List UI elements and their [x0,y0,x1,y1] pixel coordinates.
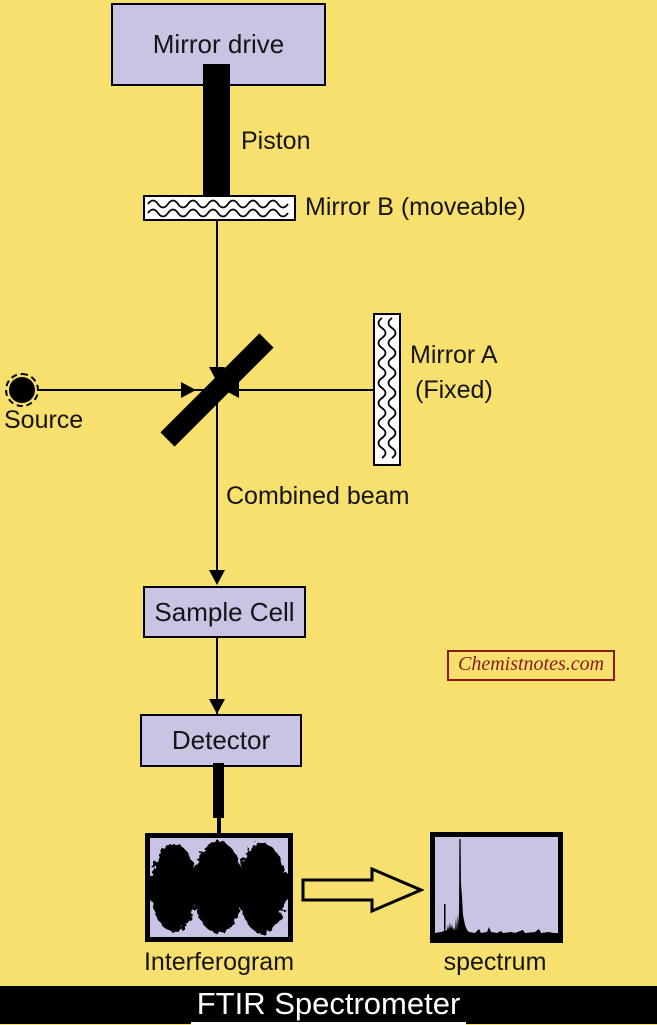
spectrum-label: spectrum [443,948,547,976]
mirror-b-hatching [147,199,289,218]
piston-rod [203,64,230,195]
arrow-mirror-b-to-splitter [209,367,225,382]
line-samplecell-to-detector [216,634,218,714]
mirror-a [373,313,401,466]
sample-cell-label: Sample Cell [154,596,295,627]
sample-cell-box: Sample Cell [143,586,306,638]
mirror-a-label: Mirror A [410,341,498,369]
detector-box: Detector [140,714,302,767]
mirror-drive-label: Mirror drive [152,29,285,59]
mirror-b [143,195,296,221]
arrow-into-detector [209,699,225,714]
source-icon [9,377,35,403]
detector-label: Detector [171,725,271,755]
mirror-drive-box: Mirror drive [111,3,326,86]
watermark-badge: Chemistnotes.com [447,650,616,681]
interferogram-label: Interferogram [143,948,295,976]
arrow-mirror-a-to-splitter [224,382,239,398]
spectrum-plot [435,839,558,938]
mirror-a-state-label: (Fixed) [415,376,493,404]
page-title: FTIR Spectrometer [190,986,467,1025]
detector-output-wire [217,818,221,833]
mirror-b-label: Mirror B (moveable) [305,193,526,221]
combined-beam-label: Combined beam [226,482,410,510]
transform-arrow-icon [301,866,424,914]
detector-output-rod [213,763,224,818]
arrow-into-sample-cell [209,570,225,585]
source-label: Source [4,406,84,434]
title-bar: FTIR Spectrometer [0,986,657,1025]
source-rays-ring [5,373,39,407]
piston-label: Piston [241,127,311,155]
interferogram-box [145,833,293,942]
spectrum-box [430,832,563,943]
arrow-source-to-splitter [181,382,196,398]
interferogram-waveform [150,841,288,933]
mirror-a-hatching [377,317,397,459]
